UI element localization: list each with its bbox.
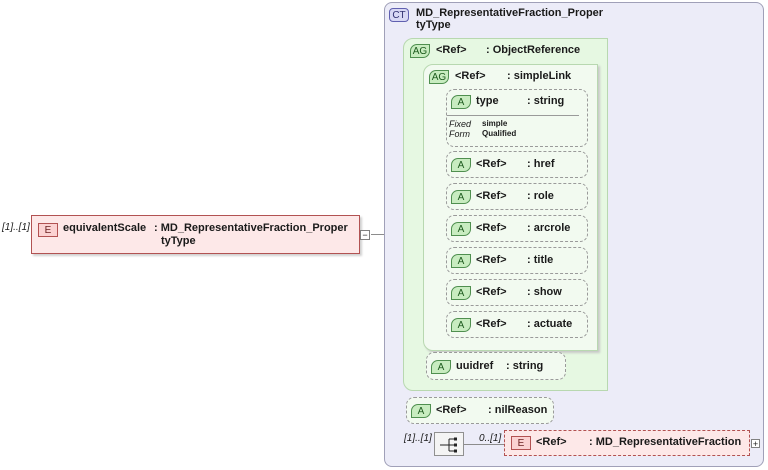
root-element-box[interactable]: E equivalentScale : MD_RepresentativeFra… xyxy=(31,215,360,254)
attribute-title[interactable]: A <Ref> : title xyxy=(446,247,588,274)
attribute-icon: A xyxy=(411,404,431,418)
root-element-name: equivalentScale xyxy=(63,222,147,234)
attribute-nil-reason[interactable]: A <Ref> : nilReason xyxy=(406,397,554,424)
attribute-icon: A xyxy=(451,158,471,172)
child-element-box[interactable]: E <Ref> : MD_RepresentativeFraction xyxy=(504,430,750,456)
attribute-type: : string xyxy=(506,360,544,372)
attribute-name: <Ref> xyxy=(436,404,467,416)
attribute-icon: A xyxy=(431,360,451,374)
attribute-name: <Ref> xyxy=(476,222,507,234)
attribute-divider xyxy=(447,115,579,116)
attribute-icon: A xyxy=(451,318,471,332)
sequence-icon xyxy=(440,437,457,453)
fixed-label: Fixed xyxy=(449,119,472,129)
complex-type-title-line2: tyType xyxy=(416,19,451,31)
attribute-icon: A xyxy=(451,95,471,109)
fixed-value: simple xyxy=(482,119,508,128)
attribute-type: : role xyxy=(527,190,554,202)
form-value: Qualified xyxy=(482,129,517,138)
object-reference-type: : ObjectReference xyxy=(486,44,581,56)
attribute-type: : href xyxy=(527,158,555,170)
child-element-type: : MD_RepresentativeFraction xyxy=(589,436,742,448)
sequence-compositor[interactable] xyxy=(434,432,464,456)
attribute-name: <Ref> xyxy=(476,286,507,298)
attribute-group-icon: AG xyxy=(410,44,430,58)
element-icon: E xyxy=(511,436,531,450)
root-element-type-line2: tyType xyxy=(161,235,196,247)
expand-toggle[interactable]: + xyxy=(751,439,760,449)
element-icon: E xyxy=(38,223,58,237)
root-element-type-line1: : MD_RepresentativeFraction_Proper xyxy=(154,222,348,234)
attribute-uuidref[interactable]: A uuidref : string xyxy=(426,352,566,380)
attribute-href[interactable]: A <Ref> : href xyxy=(446,151,588,178)
connector-sequence-to-child xyxy=(464,444,504,445)
object-reference-name: <Ref> xyxy=(436,44,467,56)
attribute-type: : show xyxy=(527,286,562,298)
attribute-name: <Ref> xyxy=(476,254,507,266)
attribute-group-icon: AG xyxy=(429,70,449,84)
attribute-arcrole[interactable]: A <Ref> : arcrole xyxy=(446,215,588,242)
form-label: Form xyxy=(449,129,470,139)
collapse-toggle[interactable]: − xyxy=(360,230,370,240)
attribute-type-box[interactable]: A type : string Fixed simple Form Qualif… xyxy=(446,89,588,147)
attribute-name: <Ref> xyxy=(476,190,507,202)
connector-root-to-ct xyxy=(371,234,385,235)
attribute-icon: A xyxy=(451,190,471,204)
simple-link-name: <Ref> xyxy=(455,70,486,82)
attribute-actuate[interactable]: A <Ref> : actuate xyxy=(446,311,588,338)
root-occurs: [1]..[1] xyxy=(2,222,30,233)
attribute-type-name: type xyxy=(476,95,499,107)
child-occurs: 0..[1] xyxy=(479,433,502,444)
attribute-type: : title xyxy=(527,254,554,266)
attribute-icon: A xyxy=(451,286,471,300)
attribute-name: <Ref> xyxy=(476,318,507,330)
attribute-icon: A xyxy=(451,222,471,236)
attribute-icon: A xyxy=(451,254,471,268)
attribute-type-type: : string xyxy=(527,95,565,107)
attribute-show[interactable]: A <Ref> : show xyxy=(446,279,588,306)
child-element-name: <Ref> xyxy=(536,436,567,448)
simple-link-type: : simpleLink xyxy=(507,70,572,82)
attribute-role[interactable]: A <Ref> : role xyxy=(446,183,588,210)
attribute-name: <Ref> xyxy=(476,158,507,170)
attribute-type: : arcrole xyxy=(527,222,571,234)
complex-type-icon: CT xyxy=(389,8,409,22)
attribute-type: : actuate xyxy=(527,318,573,330)
complex-type-title-line1: MD_RepresentativeFraction_Proper xyxy=(416,7,604,19)
sequence-occurs: [1]..[1] xyxy=(404,433,432,444)
attribute-name: uuidref xyxy=(456,360,494,372)
attribute-type: : nilReason xyxy=(488,404,548,416)
